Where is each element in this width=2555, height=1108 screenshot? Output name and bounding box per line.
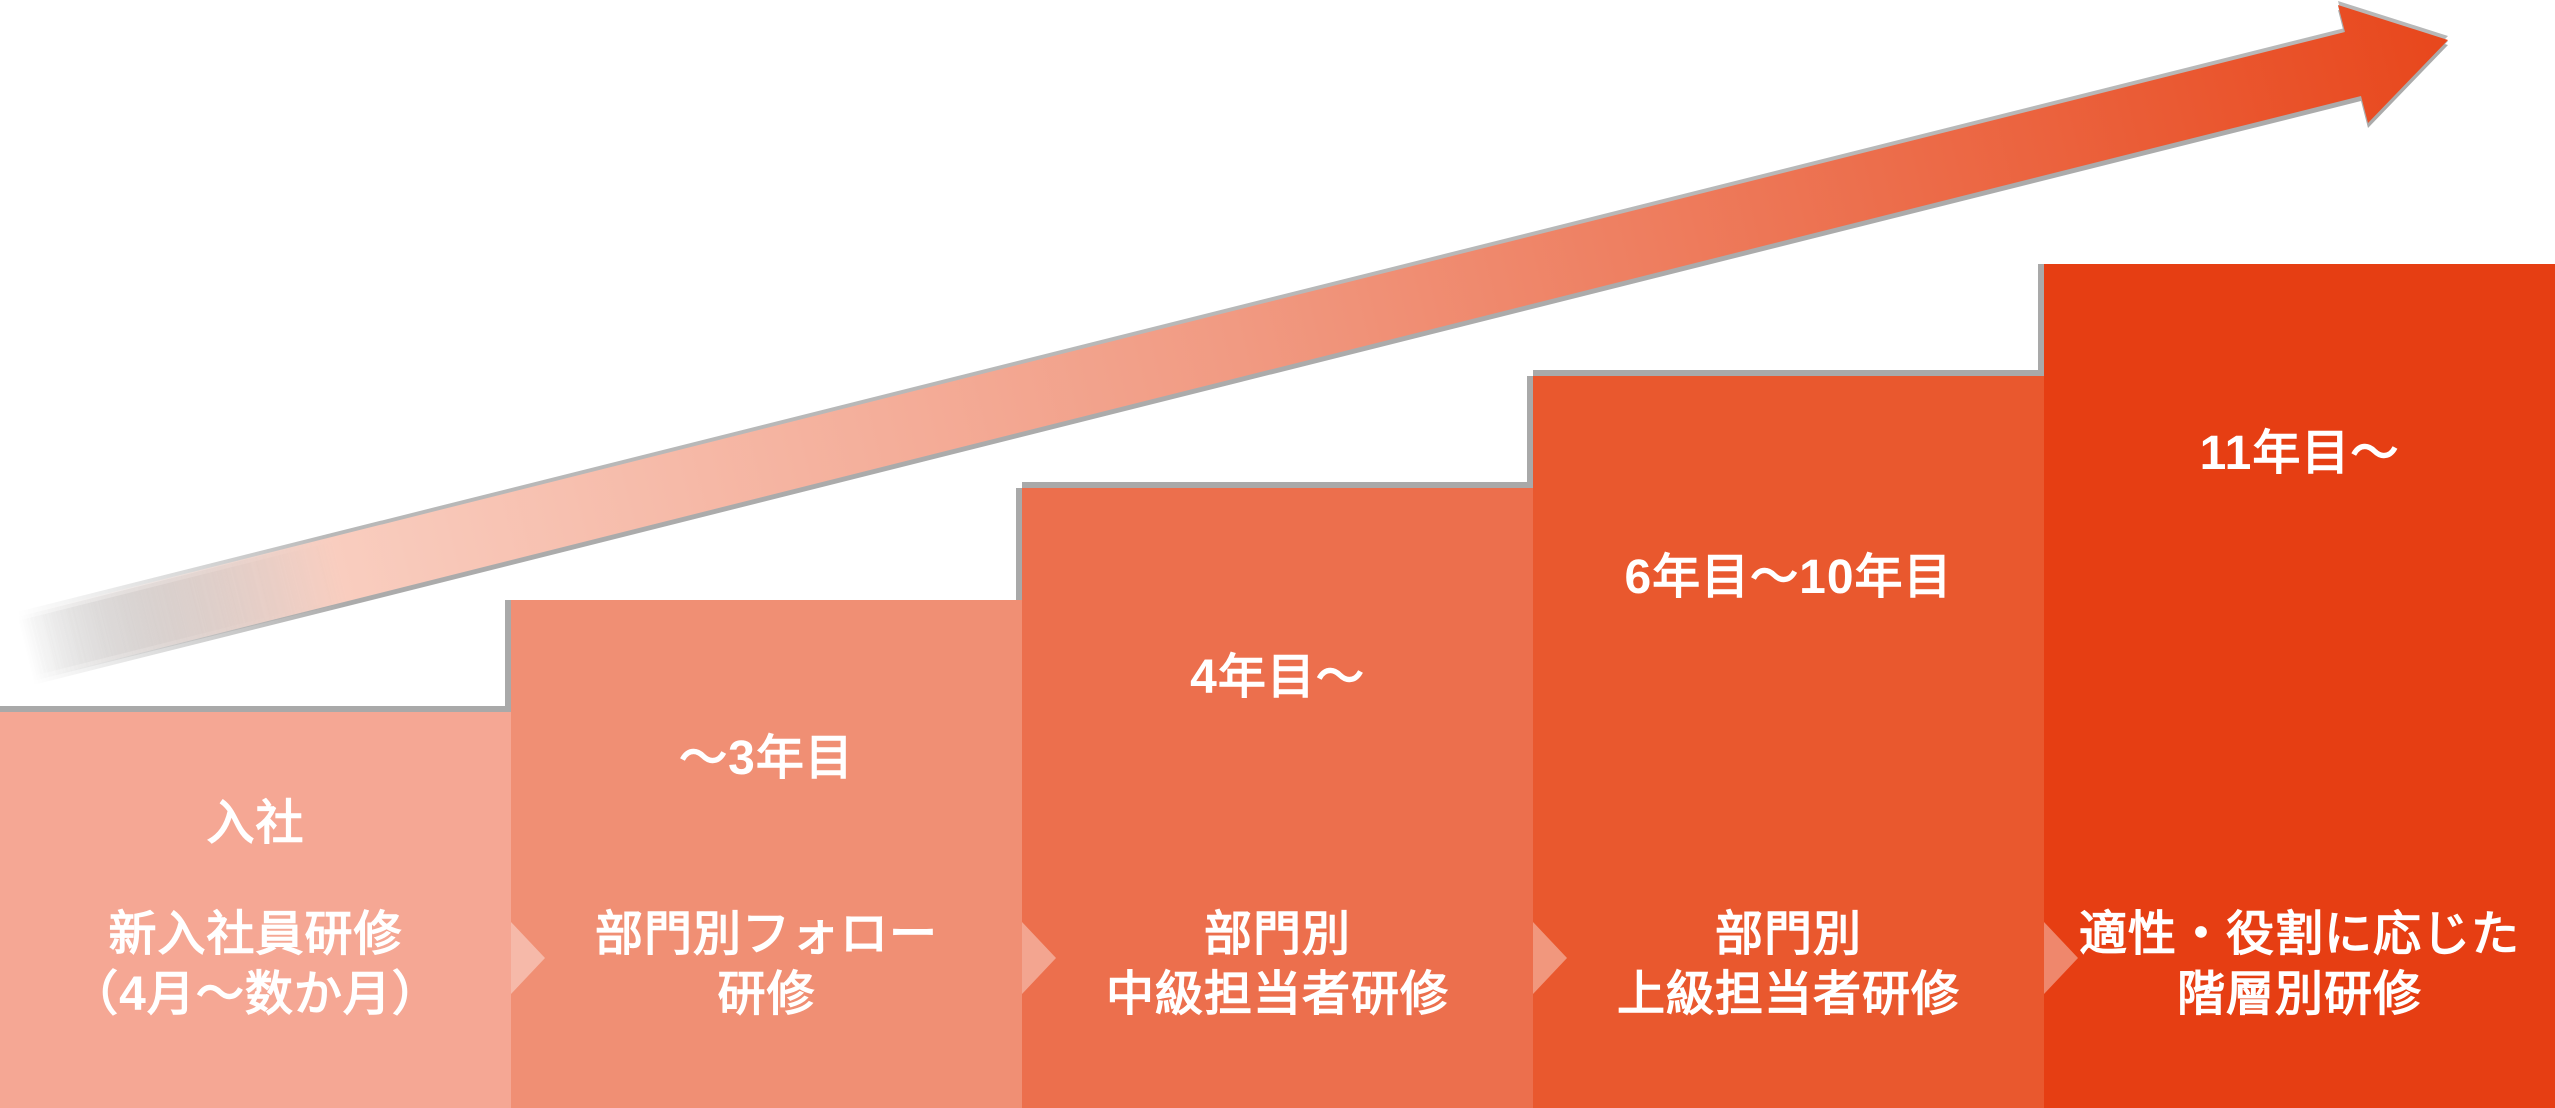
step-2-training-label: 部門別フォロー 研修 [511, 905, 1022, 1025]
step-5-training-label: 適性・役割に応じた 階層別研修 [2044, 905, 2555, 1025]
step-4-year-label: 6年目～10年目 [1624, 551, 1953, 604]
step-2-training-line-1: 部門別フォロー [594, 908, 938, 961]
chevron-right-icon [1022, 922, 1056, 994]
step-4-training-line-1: 部門別 [1714, 908, 1862, 961]
step-block-3: 4年目～ 部門別 中級担当者研修 [1022, 488, 1533, 1108]
step-block-5: 11年目～ 適性・役割に応じた 階層別研修 [2044, 264, 2555, 1108]
step-3-year-label: 4年目～ [1190, 651, 1365, 704]
step-4-training-label: 部門別 上級担当者研修 [1533, 905, 2044, 1025]
step-1-year-label: 入社 [206, 797, 305, 850]
step-3-training-label: 部門別 中級担当者研修 [1022, 905, 1533, 1025]
chevron-right-icon [1533, 922, 1567, 994]
step-1-training-line-1: 新入社員研修 [108, 908, 403, 961]
growth-arrow-shape [17, 5, 2448, 680]
step-block-2: ～3年目 部門別フォロー 研修 [511, 600, 1022, 1108]
chevron-right-icon [2044, 922, 2078, 994]
step-4-training-line-2: 上級担当者研修 [1616, 968, 1960, 1021]
step-3-training-line-2: 中級担当者研修 [1105, 968, 1449, 1021]
step-3-training-line-1: 部門別 [1203, 908, 1351, 961]
step-1-training-label: 新入社員研修 （4月～数か月） [0, 905, 511, 1025]
step-block-1: 入社 新入社員研修 （4月～数か月） [0, 712, 511, 1108]
step-block-4: 6年目～10年目 部門別 上級担当者研修 [1533, 376, 2044, 1108]
step-2-year-label: ～3年目 [679, 732, 854, 785]
step-1-training-line-2: （4月～数か月） [70, 968, 441, 1021]
step-2-training-line-2: 研修 [717, 968, 816, 1021]
step-5-year-label: 11年目～ [2199, 427, 2400, 480]
step-5-training-line-1: 適性・役割に応じた [2078, 908, 2520, 961]
step-5-training-line-2: 階層別研修 [2176, 968, 2422, 1021]
chevron-right-icon [511, 922, 545, 994]
